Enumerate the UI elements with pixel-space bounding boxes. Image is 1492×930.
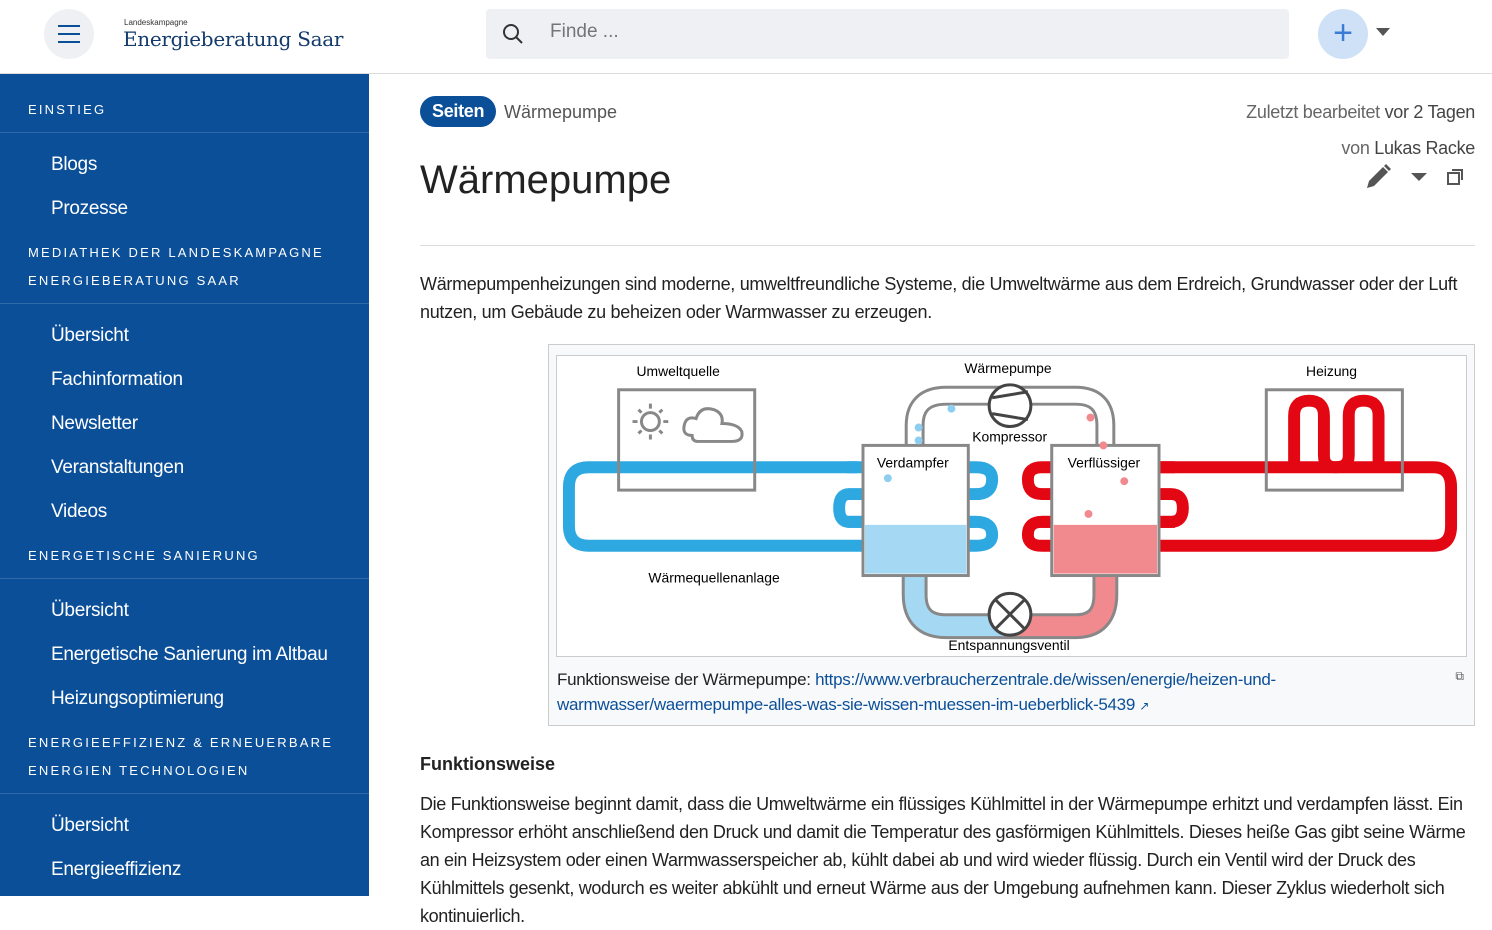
menu-button[interactable] [44, 9, 94, 59]
search-input[interactable] [550, 21, 1150, 43]
sidebar-item-fachinformation[interactable]: Fachinformation [51, 369, 183, 390]
add-button[interactable]: + [1318, 9, 1368, 59]
body-paragraph: Die Funktionsweise beginnt damit, dass d… [420, 794, 1466, 926]
caption-link[interactable]: https://www.verbraucherzentrale.de/wisse… [557, 670, 1276, 714]
sun-icon [632, 403, 669, 440]
label-pump: Wärmepumpe [964, 360, 1052, 376]
sidebar-item-veranstaltungen[interactable]: Veranstaltungen [51, 457, 184, 478]
label-compressor: Kompressor [972, 428, 1047, 444]
search-bar[interactable] [486, 9, 1289, 59]
sidebar-item-uebersicht[interactable]: Übersicht [51, 600, 129, 621]
edit-pencil-icon[interactable] [1363, 162, 1393, 192]
sidebar-item-newsletter[interactable]: Newsletter [51, 413, 138, 434]
figure: Umweltquelle Wärmepumpe Heizung Kompress… [548, 344, 1475, 726]
sidebar-section-title: ENERGETISCHE SANIERUNG [0, 538, 369, 579]
intro-paragraph: Wärmepumpenheizungen sind moderne, umwel… [420, 274, 1458, 322]
expand-icon[interactable] [1445, 167, 1465, 187]
sidebar-section-title: MEDIATHEK DER LANDESKAMPAGNE ENERGIEBERA… [0, 235, 369, 304]
external-link-icon: ↗ [1139, 699, 1150, 713]
label-valve: Entspannungsventil [948, 637, 1069, 653]
enlarge-icon[interactable]: ⧉ [1455, 669, 1464, 683]
sidebar-item-heizungsoptimierung[interactable]: Heizungsoptimierung [51, 688, 224, 709]
source-box [617, 388, 757, 492]
chevron-down-icon[interactable] [1376, 28, 1390, 36]
search-icon [503, 24, 523, 44]
chevron-down-icon[interactable] [1411, 173, 1427, 181]
label-evaporator: Verdampfer [877, 454, 949, 470]
figure-caption: Funktionsweise der Wärmepumpe: https://w… [557, 667, 1437, 719]
edited-by[interactable]: Lukas Racke [1374, 138, 1475, 158]
sidebar-section-title: ENERGIEEFFIZIENZ & ERNEUERBARE ENERGIEN … [0, 725, 369, 794]
sidebar-item-videos[interactable]: Videos [51, 501, 107, 522]
header: Landeskampagne Energieberatung Saar + [0, 0, 1492, 74]
logo-subtitle: Landeskampagne [124, 18, 188, 27]
caption-text: Funktionsweise der Wärmepumpe: [557, 670, 811, 689]
label-heating: Heizung [1306, 363, 1357, 379]
label-source-system: Wärmequellenanlage [648, 569, 780, 585]
label-source: Umweltquelle [637, 363, 721, 379]
sidebar-section-title: EINSTIEG [0, 74, 369, 133]
edited-when[interactable]: vor 2 Tagen [1384, 102, 1476, 122]
breadcrumb: Wärmepumpe [504, 102, 618, 122]
edited-prefix: Zuletzt bearbeitet [1246, 102, 1380, 122]
sidebar-item-energieeffizienz[interactable]: Energieeffizienz [51, 859, 182, 880]
edited-by-prefix: von [1341, 138, 1370, 158]
cloud-icon [682, 407, 744, 443]
section-heading: Funktionsweise [420, 754, 556, 774]
namespace-badge[interactable]: Seiten [420, 96, 497, 127]
logo-title[interactable]: Energieberatung Saar [123, 27, 344, 51]
last-edited: Zuletzt bearbeitet vor 2 Tagen von Lukas… [1246, 94, 1475, 166]
divider [420, 245, 1475, 246]
label-condenser: Verflüssiger [1068, 454, 1141, 470]
sidebar-item-uebersicht[interactable]: Übersicht [51, 325, 129, 346]
sidebar-item-uebersicht[interactable]: Übersicht [51, 815, 129, 836]
heating-box [1264, 388, 1404, 492]
sidebar-item-altbau[interactable]: Energetische Sanierung im Altbau [51, 644, 328, 665]
sidebar-item-prozesse[interactable]: Prozesse [51, 198, 128, 219]
page-title: Wärmepumpe [420, 158, 672, 202]
sidebar: EINSTIEG Blogs Prozesse MEDIATHEK DER LA… [0, 74, 369, 896]
page-tools [1363, 162, 1465, 192]
sidebar-item-blogs[interactable]: Blogs [51, 154, 98, 175]
heat-pump-diagram[interactable]: Umweltquelle Wärmepumpe Heizung Kompress… [556, 355, 1467, 657]
